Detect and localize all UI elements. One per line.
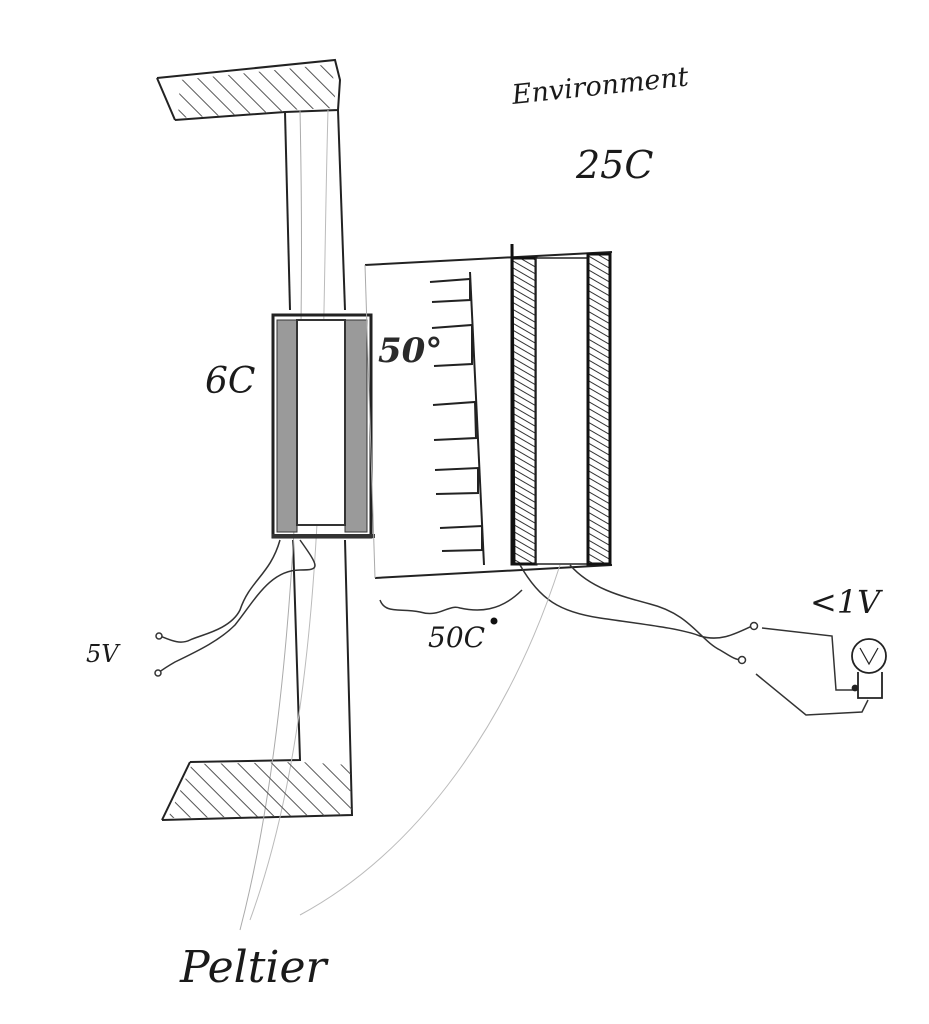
light-bulb-icon: [851, 638, 887, 699]
environment-temp-label: 25C: [576, 143, 654, 187]
cold-side-temp-label: 6C: [205, 361, 256, 402]
base-temp-label: 50C: [428, 621, 486, 654]
base-dot: [490, 617, 498, 625]
peltier-pointer: [299, 564, 561, 916]
wall-hatch-bottom: [168, 762, 352, 818]
peltier-module: [271, 313, 375, 539]
peltier-label: Peltier: [180, 942, 327, 993]
fin-temp-label: 50°: [378, 331, 443, 371]
input-wires: [154, 539, 316, 677]
teg-layers: [510, 243, 612, 566]
output-voltage-label: <1V: [810, 583, 881, 621]
input-voltage-label: 5V: [86, 640, 119, 668]
base-bracket: [379, 589, 523, 615]
wall-hatch-top: [178, 64, 336, 118]
output-wires: [519, 564, 869, 716]
